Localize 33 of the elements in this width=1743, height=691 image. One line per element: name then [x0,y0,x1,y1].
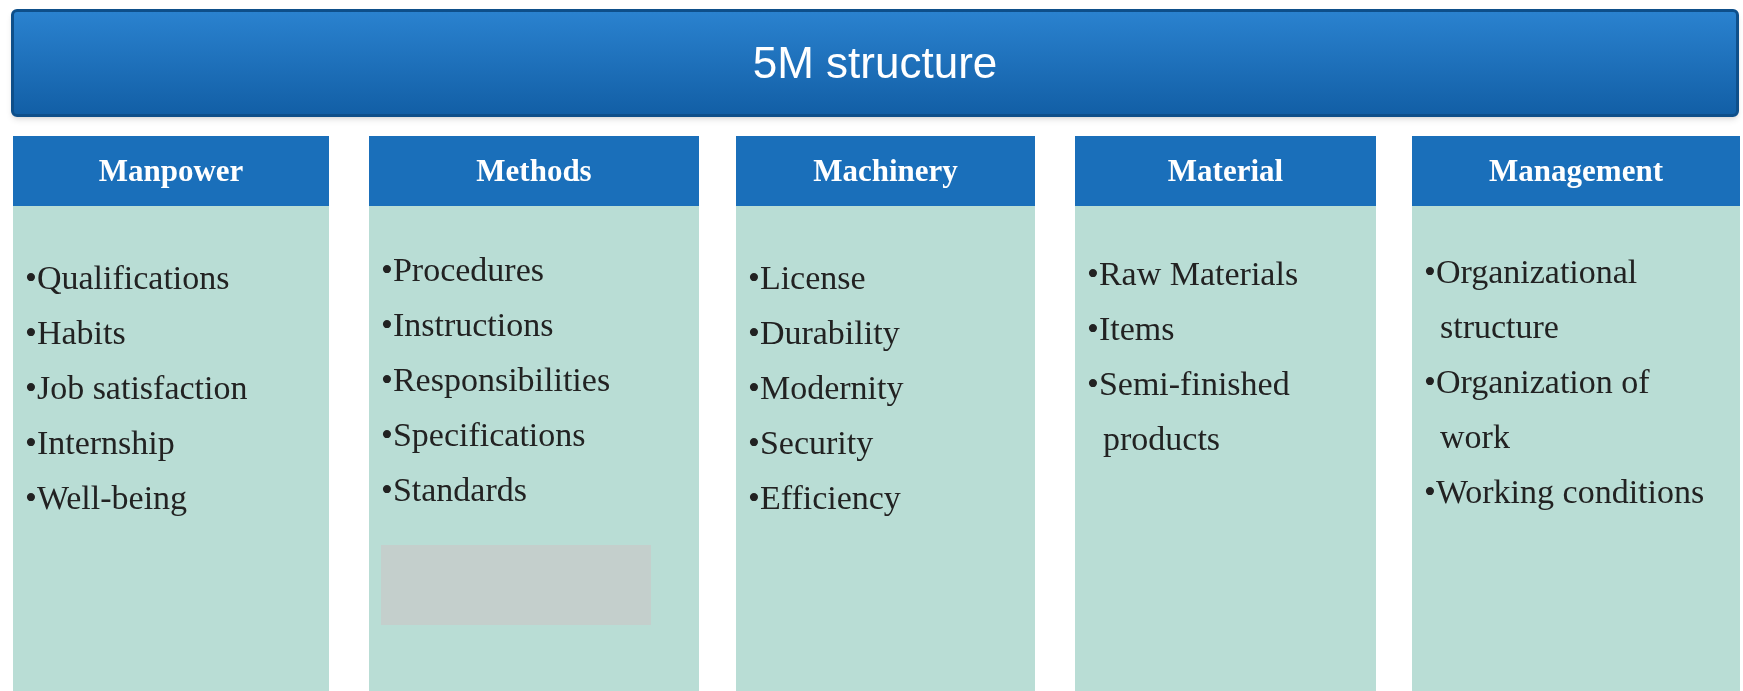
bullet-item: •Semi-finished products [1087,364,1291,459]
bullet-item: •Modernity [748,368,904,408]
bullet-item: •Working conditions [1424,472,1705,512]
column-header: Material [1075,136,1376,206]
bullet-item: •Raw Materials [1087,254,1299,294]
bullet-item: •Job satisfaction [25,368,248,408]
category-column [1075,136,1376,691]
column-header: Manpower [13,136,329,206]
category-column [736,136,1035,691]
bullet-item: •Habits [25,313,126,353]
title-banner [11,9,1739,117]
column-header: Machinery [736,136,1035,206]
bullet-item: •Procedures [381,250,544,290]
category-column [1412,136,1740,691]
column-header: Management [1412,136,1740,206]
bullet-item: •Responsibilities [381,360,611,400]
category-column [13,136,329,691]
bullet-item: •License [748,258,866,298]
bullet-item: •Security [748,423,874,463]
column-header: Methods [369,136,699,206]
bullet-item: •Durability [748,313,900,353]
bullet-item: •Internship [25,423,175,463]
title-text: 5M structure [752,37,998,89]
bullet-item: •Efficiency [748,478,901,518]
bullet-item: •Specifications [381,415,586,455]
bullet-item: •Qualifications [25,258,230,298]
bullet-item: •Organizational structure [1424,252,1639,347]
bullet-item: •Items [1087,309,1175,349]
category-column [369,136,699,691]
bullet-item: •Well-being [25,478,188,518]
bullet-item: •Organization of work [1424,362,1651,457]
bullet-item: •Standards [381,470,527,510]
bullet-item: •Instructions [381,305,554,345]
